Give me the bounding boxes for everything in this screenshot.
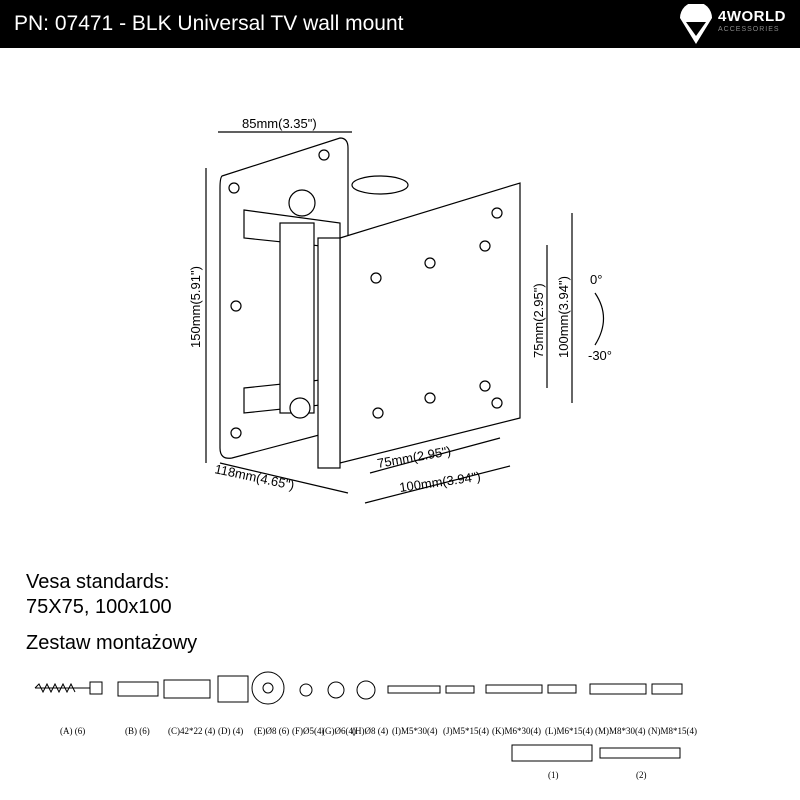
page-title: PN: 07471 - BLK Universal TV wall mount	[14, 12, 404, 35]
extra-part-1: (1)	[548, 770, 559, 780]
part-k: (K)M6*30(4)	[492, 726, 541, 736]
dim-vesa100-horizontal: 100mm(3.94")	[398, 469, 481, 495]
part-g: (G)Ø6(4)	[322, 726, 356, 736]
header-bar: PN: 07471 - BLK Universal TV wall mount …	[0, 0, 800, 48]
tilt-bottom: -30°	[588, 348, 612, 363]
part-h: (H)Ø8 (4)	[352, 726, 389, 736]
vesa-standards: Vesa standards: 75X75, 100x100	[26, 570, 172, 620]
brand-subtitle: ACCESSORIES	[718, 26, 780, 33]
mount-drawing: 85mm(3.35") 150mm(5.91") 118mm(4.65") 75…	[188, 116, 612, 504]
vesa-sizes: 75X75, 100x100	[26, 596, 172, 618]
part-n: (N)M8*15(4)	[648, 726, 697, 736]
tilt-top: 0°	[590, 272, 602, 287]
part-a: (A) (6)	[60, 726, 86, 736]
vesa-heading: Vesa standards:	[26, 571, 170, 593]
part-i: (I)M5*30(4)	[392, 726, 438, 736]
part-d: (D) (4)	[218, 726, 244, 736]
parts-drawing	[34, 671, 683, 762]
dim-vesa75-vertical: 75mm(2.95")	[531, 283, 546, 358]
dim-top-width: 85mm(3.35")	[242, 116, 317, 131]
brand-name: 4WORLD	[718, 8, 786, 25]
part-m: (M)M8*30(4)	[595, 726, 646, 736]
dim-height: 150mm(5.91")	[188, 266, 203, 348]
brand-logo-icon	[680, 4, 712, 44]
dim-vesa100-vertical: 100mm(3.94")	[556, 276, 571, 358]
kit-title: Zestaw montażowy	[26, 632, 198, 654]
part-f: (F)Ø5(4)	[292, 726, 325, 736]
part-l: (L)M6*15(4)	[545, 726, 593, 736]
dim-depth: 118mm(4.65")	[213, 461, 295, 493]
part-j: (J)M5*15(4)	[443, 726, 489, 736]
part-c: (C)42*22 (4)	[168, 726, 216, 736]
part-b: (B) (6)	[125, 726, 150, 736]
extra-part-2: (2)	[636, 770, 647, 780]
part-e: (E)Ø8 (6)	[254, 726, 290, 736]
